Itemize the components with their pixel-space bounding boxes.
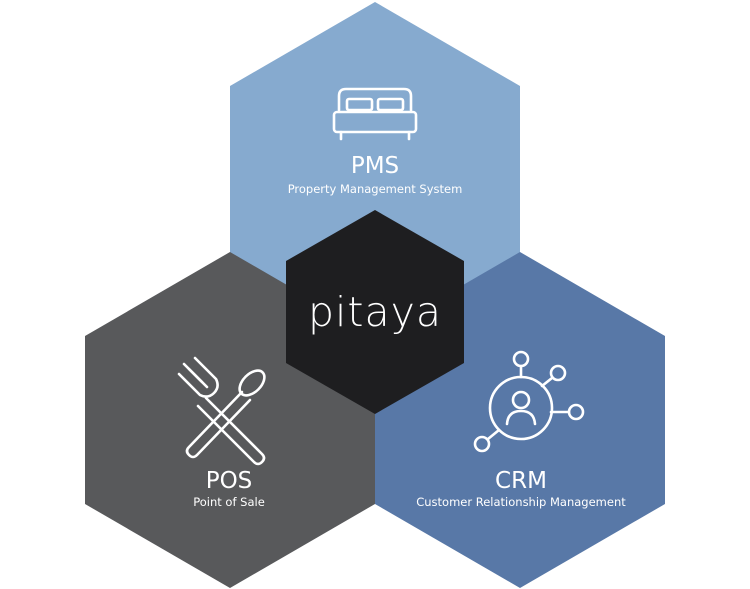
center-hexagon xyxy=(286,210,464,414)
crm-title: CRM xyxy=(495,468,547,494)
center-label: pitaya xyxy=(308,288,442,336)
pos-subtitle: Point of Sale xyxy=(193,495,265,509)
pms-subtitle: Property Management System xyxy=(288,182,463,196)
bed-icon xyxy=(332,87,418,141)
crm-subtitle: Customer Relationship Management xyxy=(416,495,626,509)
pms-title: PMS xyxy=(351,153,399,179)
fork-spoon-icon xyxy=(177,356,266,466)
user-network-icon xyxy=(473,350,585,453)
pos-title: POS xyxy=(206,468,253,494)
